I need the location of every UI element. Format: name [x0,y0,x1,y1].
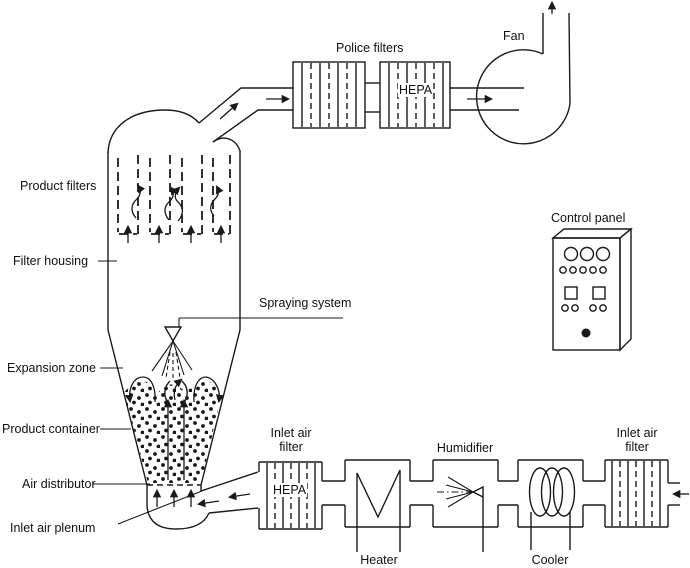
expansion-zone-label: Expansion zone [7,361,96,375]
fan-volute [450,0,571,145]
control-panel-box [551,227,633,352]
spraying-system-label: Spraying system [259,296,352,310]
cooler-label: Cooler [531,553,569,567]
product-filter-bags [117,155,231,243]
product-bed-particles [124,376,225,483]
police-filter-connect-duct [365,82,380,113]
inlet-duct [196,471,259,514]
inlet-air-plenum-label: Inlet air plenum [10,521,96,535]
duct-cooler-filter [583,480,605,506]
leader-lines [92,260,208,525]
air-distributor-plate [147,484,201,507]
filter-housing-label: Filter housing [13,254,89,268]
air-distributor-label: Air distributor [22,477,96,491]
cooler-box [517,459,584,550]
heater-label: Heater [360,553,398,567]
duct-humidifier-cooler [498,480,518,506]
heater-box [344,459,411,552]
inlet-air-filter-right-label: Inlet air filter [616,426,658,454]
spray-nozzle [151,317,343,380]
fan-label: Fan [503,29,525,43]
police-filters-label: Police filters [336,41,404,55]
inlet-filter-right-box [604,459,689,528]
humidifier-label: Humidifier [436,441,494,455]
exhaust-duct [198,87,293,143]
hepa-exhaust-label: HEPA [398,83,434,97]
hepa-inlet-label: HEPA [272,483,308,497]
vessel-outline [107,109,241,530]
product-filters-label: Product filters [20,179,97,193]
duct-heater-humidifier [410,480,433,506]
humidifier-box [432,459,499,552]
police-filter-box [292,61,366,129]
product-container-label: Product container [2,422,100,436]
inlet-air-filter-left-label: Inlet air filter [270,426,312,454]
control-panel-label: Control panel [551,211,626,225]
duct-filter-heater [322,480,345,506]
